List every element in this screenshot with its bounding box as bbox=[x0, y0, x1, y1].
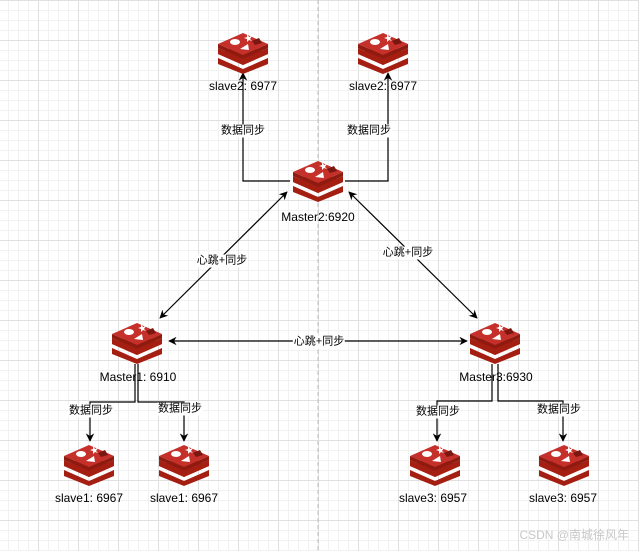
redis-icon bbox=[293, 161, 343, 202]
edge-label: 数据同步 bbox=[415, 405, 461, 419]
redis-icon bbox=[218, 33, 268, 74]
node-label: slave2: 6977 bbox=[208, 79, 278, 93]
edge-label: 数据同步 bbox=[536, 403, 582, 417]
node-master2[interactable] bbox=[291, 158, 345, 202]
node-label: Master3:6930 bbox=[459, 370, 533, 384]
redis-icon bbox=[470, 323, 520, 364]
node-slave3-left[interactable] bbox=[408, 442, 462, 486]
edge-label: 数据同步 bbox=[68, 404, 114, 418]
edge-master1-slave1-left[interactable] bbox=[85, 364, 136, 442]
edge-label: 心跳+同步 bbox=[381, 246, 435, 260]
edge-master1-slave1-right[interactable] bbox=[137, 364, 189, 442]
node-label: slave3: 6957 bbox=[528, 491, 598, 505]
node-label: slave2: 6977 bbox=[348, 79, 418, 93]
node-slave1-right[interactable] bbox=[157, 442, 211, 486]
edge-label: 心跳+同步 bbox=[195, 254, 249, 268]
edge-label: 数据同步 bbox=[157, 402, 203, 416]
edge-label: 数据同步 bbox=[220, 124, 266, 138]
edge-label: 数据同步 bbox=[346, 124, 392, 138]
node-slave2-left[interactable] bbox=[216, 30, 270, 74]
node-label: Master2:6920 bbox=[281, 210, 355, 224]
node-slave1-left[interactable] bbox=[62, 442, 116, 486]
node-label: slave1: 6967 bbox=[149, 491, 219, 505]
watermark: CSDN @南城徐风年 bbox=[519, 528, 629, 542]
node-master1[interactable] bbox=[110, 320, 164, 364]
edge-label: 心跳+同步 bbox=[292, 335, 346, 349]
node-master3[interactable] bbox=[468, 320, 522, 364]
node-slave2-right[interactable] bbox=[356, 30, 410, 74]
redis-icon bbox=[410, 445, 460, 486]
redis-icon bbox=[358, 33, 408, 74]
edge-master2-slave2-left[interactable] bbox=[238, 72, 290, 182]
redis-icon bbox=[159, 445, 209, 486]
node-label: Master1: 6910 bbox=[99, 370, 177, 384]
node-label: slave3: 6957 bbox=[398, 491, 468, 505]
redis-icon bbox=[112, 323, 162, 364]
edge-master3-slave3-right[interactable] bbox=[497, 364, 568, 442]
redis-icon bbox=[539, 445, 589, 486]
edge-master2-slave2-right[interactable] bbox=[345, 72, 393, 182]
redis-icon bbox=[64, 445, 114, 486]
edge-master3-slave3-left[interactable] bbox=[432, 364, 493, 442]
node-slave3-right[interactable] bbox=[537, 442, 591, 486]
node-label: slave1: 6967 bbox=[54, 491, 124, 505]
